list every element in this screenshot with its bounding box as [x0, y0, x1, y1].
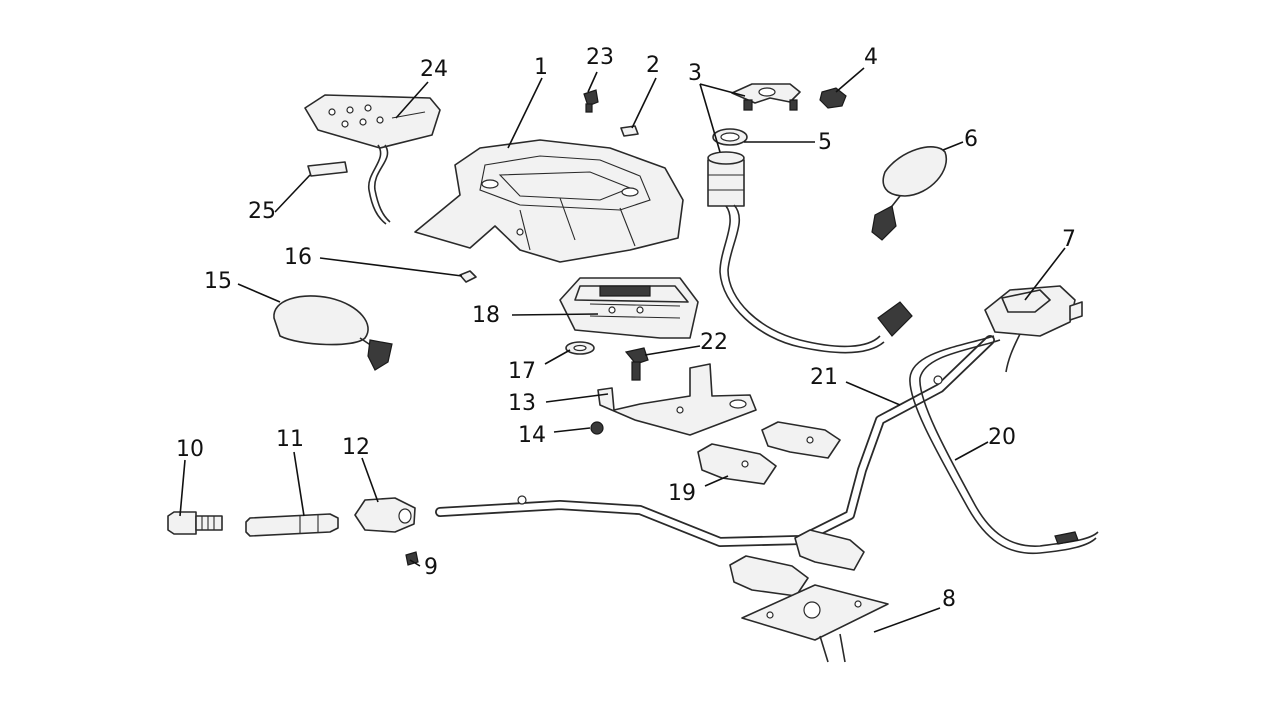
part-14-nut: [590, 421, 604, 435]
callout-labels: 1 2 3 4 5 6 7 8 9 10 11 12 13 14 15 16 1…: [176, 45, 1076, 612]
part-16-clip: [459, 270, 477, 283]
callout-8: 8: [942, 587, 956, 612]
callout-11: 11: [276, 427, 304, 452]
part-20-throttle-cable: [909, 335, 1099, 555]
callout-14: 14: [518, 423, 546, 448]
part-1-upper-cover: [414, 139, 684, 263]
part-25-tag: [307, 161, 348, 177]
callout-5: 5: [818, 130, 832, 155]
part-10-bolt: [167, 511, 223, 535]
callout-25: 25: [248, 199, 276, 224]
callout-10: 10: [176, 437, 204, 462]
part-11-rod: [245, 513, 339, 537]
callout-18: 18: [472, 303, 500, 328]
callout-17: 17: [508, 359, 536, 384]
part-19-clamps: [697, 421, 841, 485]
callout-3: 3: [688, 61, 702, 86]
leader-lines: [179, 67, 1066, 633]
callout-20: 20: [988, 425, 1016, 450]
part-21-handlebar: [435, 335, 995, 547]
part-22-connector: [624, 347, 649, 381]
callout-16: 16: [284, 245, 312, 270]
part-3-switch-cover: [731, 83, 801, 111]
callout-21: 21: [810, 365, 838, 390]
callout-2: 2: [646, 53, 660, 78]
part-13-bracket: [597, 363, 757, 436]
callout-23: 23: [586, 45, 614, 70]
callout-6: 6: [964, 127, 978, 152]
part-12-grip-clamp: [354, 497, 416, 533]
callout-19: 19: [668, 481, 696, 506]
part-2-clip: [620, 125, 639, 137]
part-8-lower-mount: [729, 529, 889, 663]
part-4-nut: [819, 87, 847, 109]
callout-15: 15: [204, 269, 232, 294]
callout-9: 9: [424, 555, 438, 580]
callout-12: 12: [342, 435, 370, 460]
callout-22: 22: [700, 330, 728, 355]
part-17-grommet: [565, 341, 595, 355]
callout-1: 1: [534, 55, 548, 80]
part-24-switch-pad: [304, 94, 441, 225]
part-15-left-mirror: [273, 295, 393, 371]
callout-7: 7: [1062, 227, 1076, 252]
callout-13: 13: [508, 391, 536, 416]
part-23-bolt: [583, 89, 599, 113]
part-9-screw: [405, 551, 419, 566]
part-5-ignition-switch: [707, 128, 913, 354]
part-6-right-mirror: [871, 146, 948, 241]
callout-24: 24: [420, 57, 448, 82]
callout-4: 4: [864, 45, 878, 70]
part-7-throttle: [984, 285, 1083, 373]
part-18-instrument-cluster: [559, 277, 699, 339]
